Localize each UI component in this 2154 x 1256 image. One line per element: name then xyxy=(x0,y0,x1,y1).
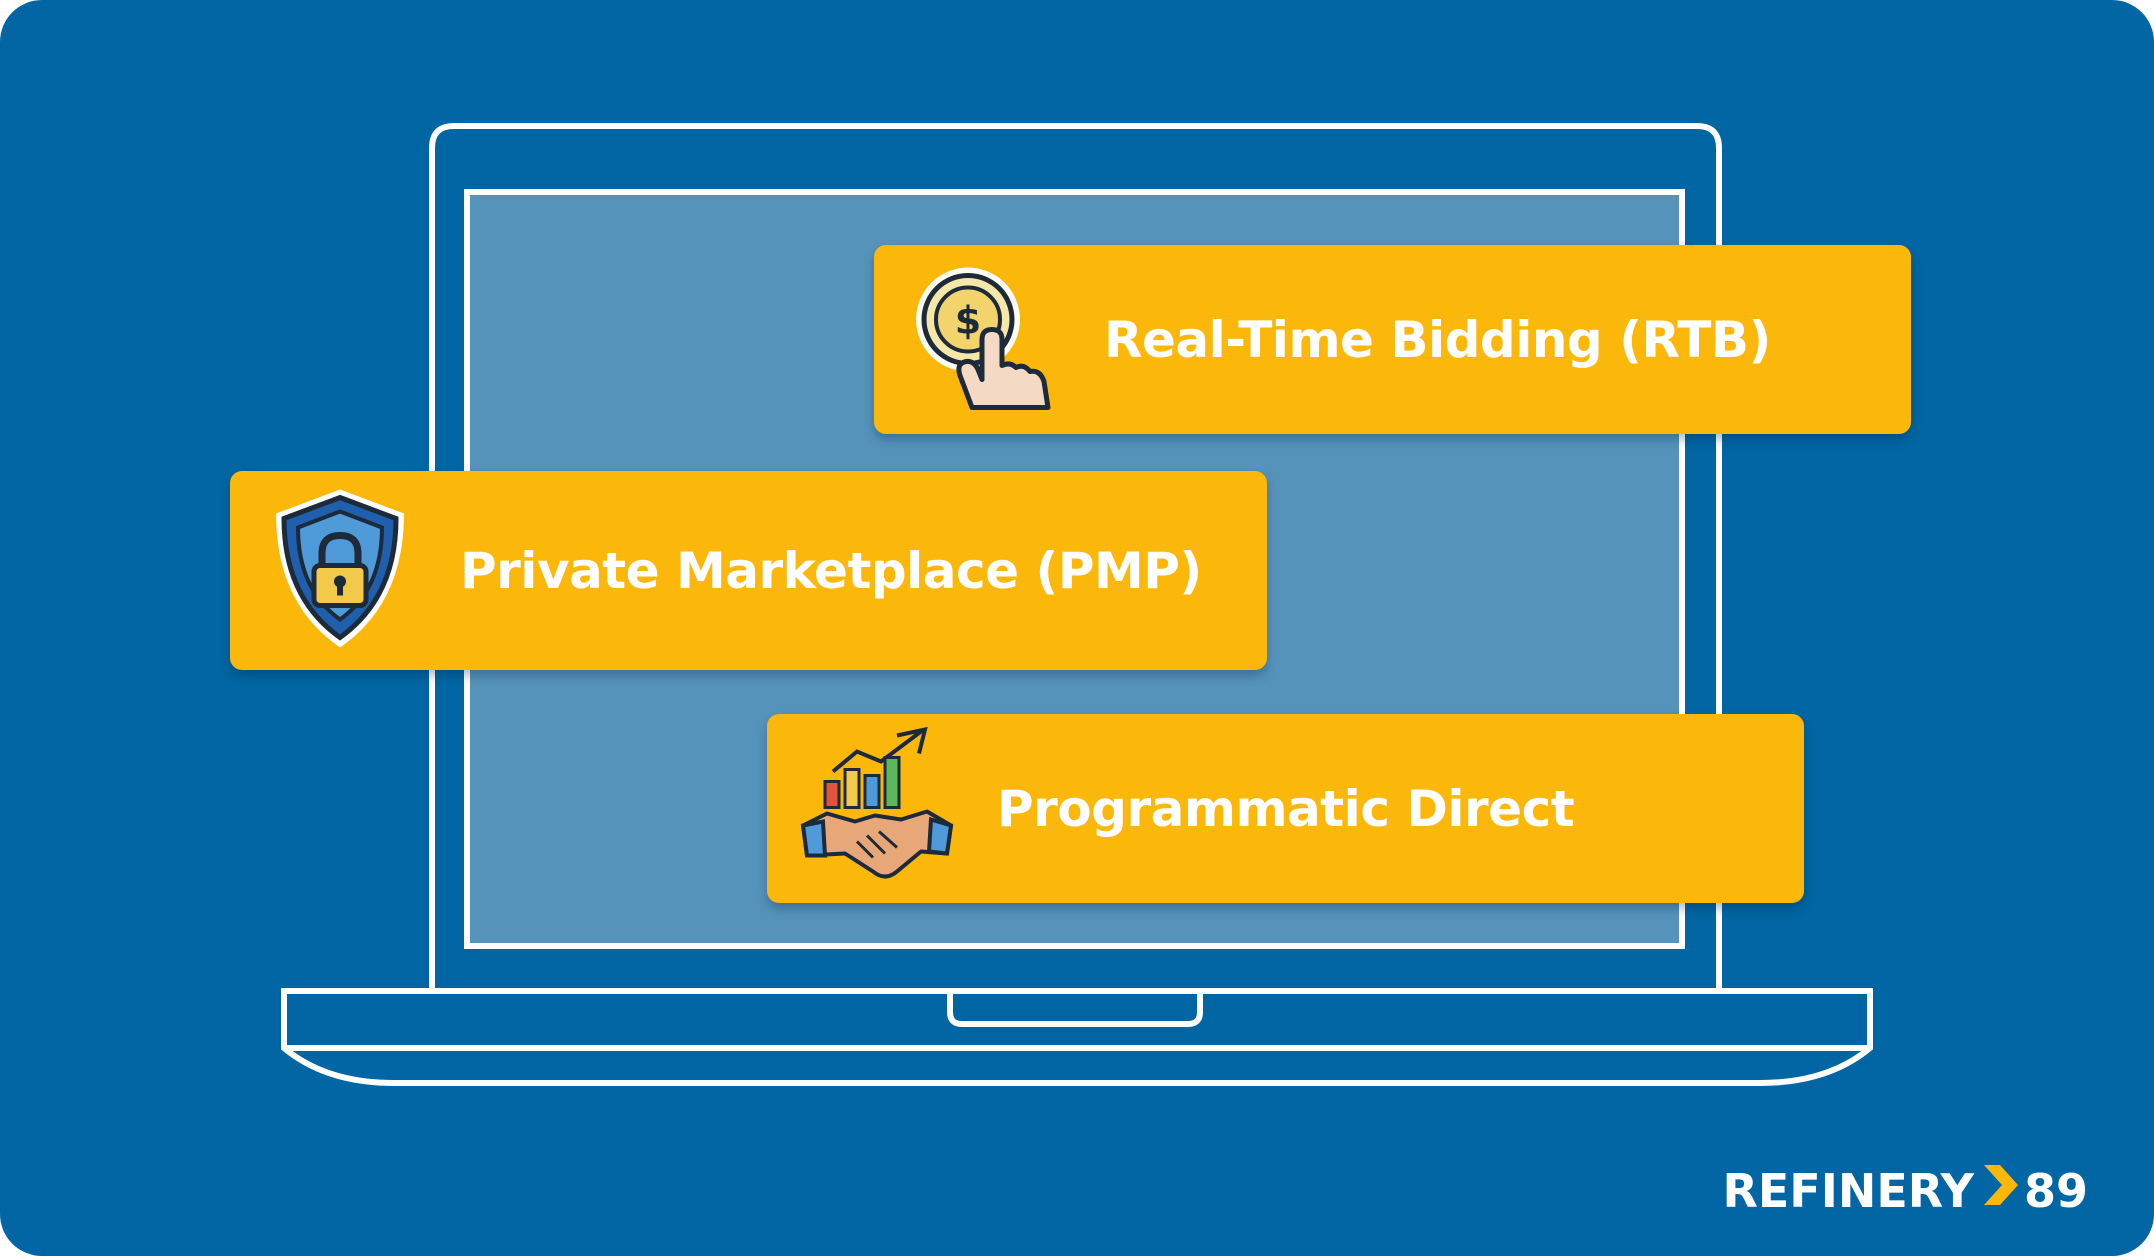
card-programmatic-direct: Programmatic Direct xyxy=(767,714,1804,903)
card-label: Real-Time Bidding (RTB) xyxy=(1104,310,1771,369)
brand-number: 89 xyxy=(2023,1163,2088,1218)
laptop-lid xyxy=(429,123,1722,991)
chevron-right-icon xyxy=(1980,1163,2020,1218)
brand-logo: REFINERY 89 xyxy=(1722,1163,2088,1218)
card-label: Private Marketplace (PMP) xyxy=(460,541,1202,600)
card-real-time-bidding: $ Real-Time Bidding (RTB) xyxy=(874,245,1911,434)
coin-tap-icon: $ xyxy=(902,257,1062,422)
laptop-notch xyxy=(947,994,1203,1027)
shield-lock-icon xyxy=(270,483,410,658)
svg-text:$: $ xyxy=(955,298,981,342)
handshake-chart-icon xyxy=(797,721,957,896)
card-label: Programmatic Direct xyxy=(997,779,1575,838)
brand-name: REFINERY xyxy=(1722,1163,1974,1218)
card-private-marketplace: Private Marketplace (PMP) xyxy=(230,471,1267,670)
laptop-base xyxy=(281,988,1873,1086)
